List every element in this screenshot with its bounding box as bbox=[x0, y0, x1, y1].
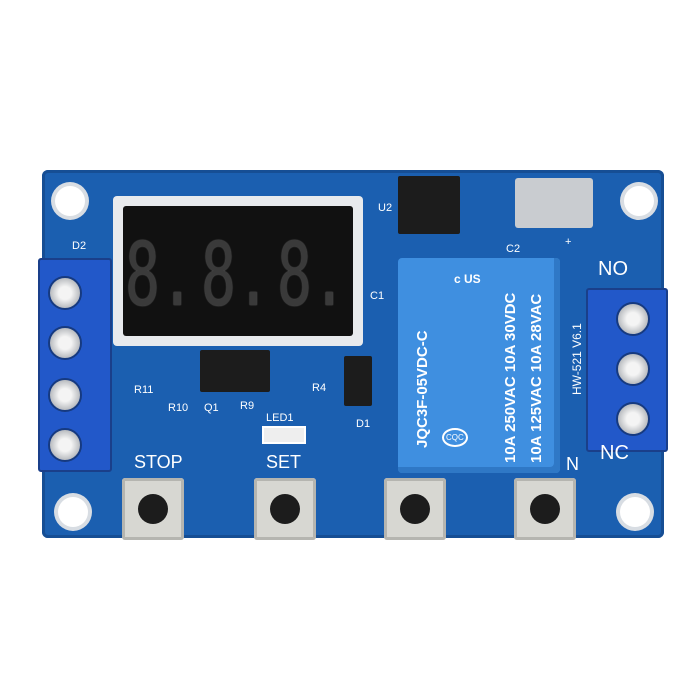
label-d2: D2 bbox=[72, 240, 87, 252]
screw-icon[interactable] bbox=[48, 378, 82, 412]
label-r10: R10 bbox=[168, 402, 189, 414]
relay: JQC3F-05VDC-C c US CQC 10A 250VAC 10A 30… bbox=[398, 258, 560, 473]
push-button-3[interactable] bbox=[384, 478, 446, 540]
push-button-4[interactable] bbox=[514, 478, 576, 540]
label-d1: D1 bbox=[356, 418, 371, 430]
screw-icon[interactable] bbox=[616, 402, 650, 436]
screw-icon[interactable] bbox=[616, 352, 650, 386]
screw-icon[interactable] bbox=[616, 302, 650, 336]
label-no: NO bbox=[598, 258, 628, 280]
label-r4: R4 bbox=[312, 382, 327, 394]
mount-hole bbox=[620, 497, 650, 527]
relay-model: JQC3F-05VDC-C bbox=[414, 330, 431, 448]
label-nc: NC bbox=[600, 442, 629, 464]
screw-icon[interactable] bbox=[48, 276, 82, 310]
digit: 8. bbox=[125, 224, 195, 326]
led1 bbox=[262, 426, 306, 444]
label-r9: R9 bbox=[240, 400, 255, 412]
screw-icon[interactable] bbox=[48, 326, 82, 360]
screw-icon[interactable] bbox=[48, 428, 82, 462]
mount-hole bbox=[58, 497, 88, 527]
label-c2: C2 bbox=[506, 243, 521, 255]
label-n: N bbox=[566, 454, 579, 474]
regulator-u2 bbox=[398, 176, 460, 234]
relay-rating-2: 10A 125VAC 10A 28VAC bbox=[528, 293, 545, 463]
seven-segment-display: 8. 8. 8. bbox=[113, 196, 363, 346]
relay-rating-1: 10A 250VAC 10A 30VDC bbox=[502, 292, 519, 463]
digit: 8. bbox=[277, 224, 347, 326]
relay-cert: c US bbox=[454, 272, 481, 286]
stop-label: STOP bbox=[134, 452, 183, 472]
label-q1: Q1 bbox=[204, 402, 219, 414]
mount-hole bbox=[55, 186, 85, 216]
set-label: SET bbox=[266, 452, 302, 472]
label-c1: C1 bbox=[370, 290, 385, 302]
ic-chip bbox=[200, 350, 270, 392]
label-u2: U2 bbox=[378, 202, 393, 214]
micro-usb-port[interactable] bbox=[515, 178, 593, 228]
label-led1: LED1 bbox=[266, 412, 294, 424]
label-plus: + bbox=[565, 236, 572, 248]
label-r11: R11 bbox=[134, 384, 154, 396]
relay-cqc-logo: CQC bbox=[442, 428, 468, 447]
digit: 8. bbox=[201, 224, 271, 326]
set-button[interactable] bbox=[254, 478, 316, 540]
diode-d1 bbox=[344, 356, 372, 406]
mount-hole bbox=[624, 186, 654, 216]
stop-button[interactable] bbox=[122, 478, 184, 540]
board-model: HW-521 V6.1 bbox=[570, 323, 584, 395]
